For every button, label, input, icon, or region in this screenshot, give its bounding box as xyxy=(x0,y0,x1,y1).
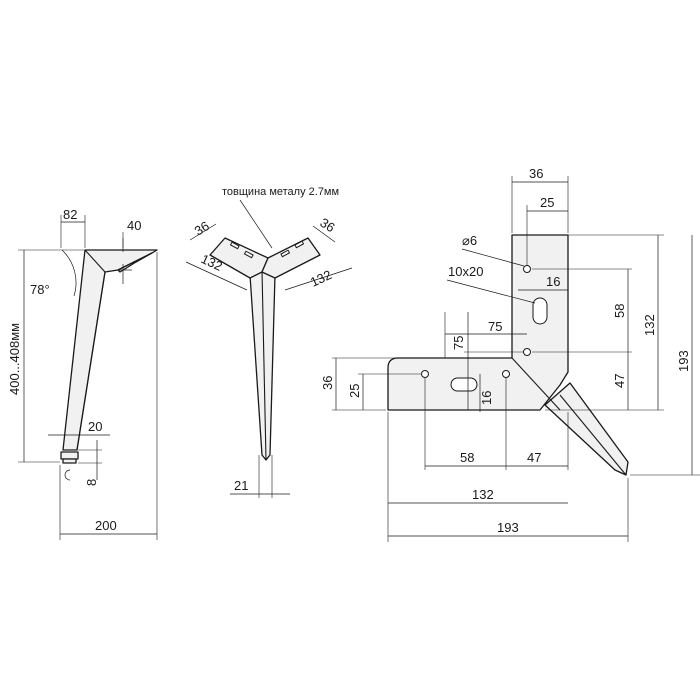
slot-horizontal xyxy=(450,377,478,392)
dim-right-132: 132 xyxy=(642,314,657,336)
dim-right-58: 58 xyxy=(612,304,627,318)
top-leg-body xyxy=(544,382,629,476)
dim-82: 82 xyxy=(63,207,77,222)
dim-top-25: 25 xyxy=(540,195,554,210)
hole-middle xyxy=(523,348,531,356)
dim-left-36: 36 xyxy=(320,376,335,390)
side-bracket xyxy=(117,252,153,273)
dim-75-horizontal: 75 xyxy=(488,319,502,334)
rotate-arrow-icon xyxy=(64,469,71,481)
side-adjuster xyxy=(60,451,79,460)
side-view: 82 40 78° 400...408мм 20 8 200 xyxy=(7,207,158,540)
dim-right-193: 193 xyxy=(676,350,691,372)
dim-bottom-132: 132 xyxy=(472,487,494,502)
dim-top-36: 36 xyxy=(529,166,543,181)
dim-200: 200 xyxy=(95,518,117,533)
dim-20: 20 xyxy=(88,419,102,434)
dim-right-47: 47 xyxy=(612,374,627,388)
dim-diameter-6: ⌀6 xyxy=(462,233,477,248)
dim-40: 40 xyxy=(127,218,141,233)
hole-top xyxy=(523,265,531,273)
dim-slot-10x20: 10x20 xyxy=(448,264,483,279)
dim-8: 8 xyxy=(84,479,99,486)
hole-right xyxy=(502,370,510,378)
front-arm-right xyxy=(261,237,321,279)
dim-slot-16-h: 16 xyxy=(479,391,494,405)
dim-36-right: 36 xyxy=(317,215,337,235)
hole-left xyxy=(421,370,429,378)
dim-21: 21 xyxy=(234,478,248,493)
front-view: товщина металу 2.7мм 36 36 132 132 21 xyxy=(185,186,353,498)
dim-bottom-193: 193 xyxy=(497,520,519,535)
dim-bottom-47: 47 xyxy=(527,450,541,465)
metal-thickness-note: товщина металу 2.7мм xyxy=(222,186,339,198)
top-bracket-plate xyxy=(387,234,569,411)
slot-vertical xyxy=(532,297,548,325)
dim-angle-78: 78° xyxy=(30,282,50,297)
dim-left-25: 25 xyxy=(347,384,362,398)
dim-height: 400...408мм xyxy=(7,323,22,395)
dim-36-left: 36 xyxy=(192,218,212,238)
side-leg-body xyxy=(62,249,158,451)
dim-bottom-58: 58 xyxy=(460,450,474,465)
dim-132-right: 132 xyxy=(308,267,334,290)
dim-slot-16: 16 xyxy=(546,274,560,289)
dim-75-vertical: 75 xyxy=(451,336,466,350)
top-view: 36 25 ⌀6 10x20 16 58 47 132 193 75 xyxy=(320,166,700,542)
